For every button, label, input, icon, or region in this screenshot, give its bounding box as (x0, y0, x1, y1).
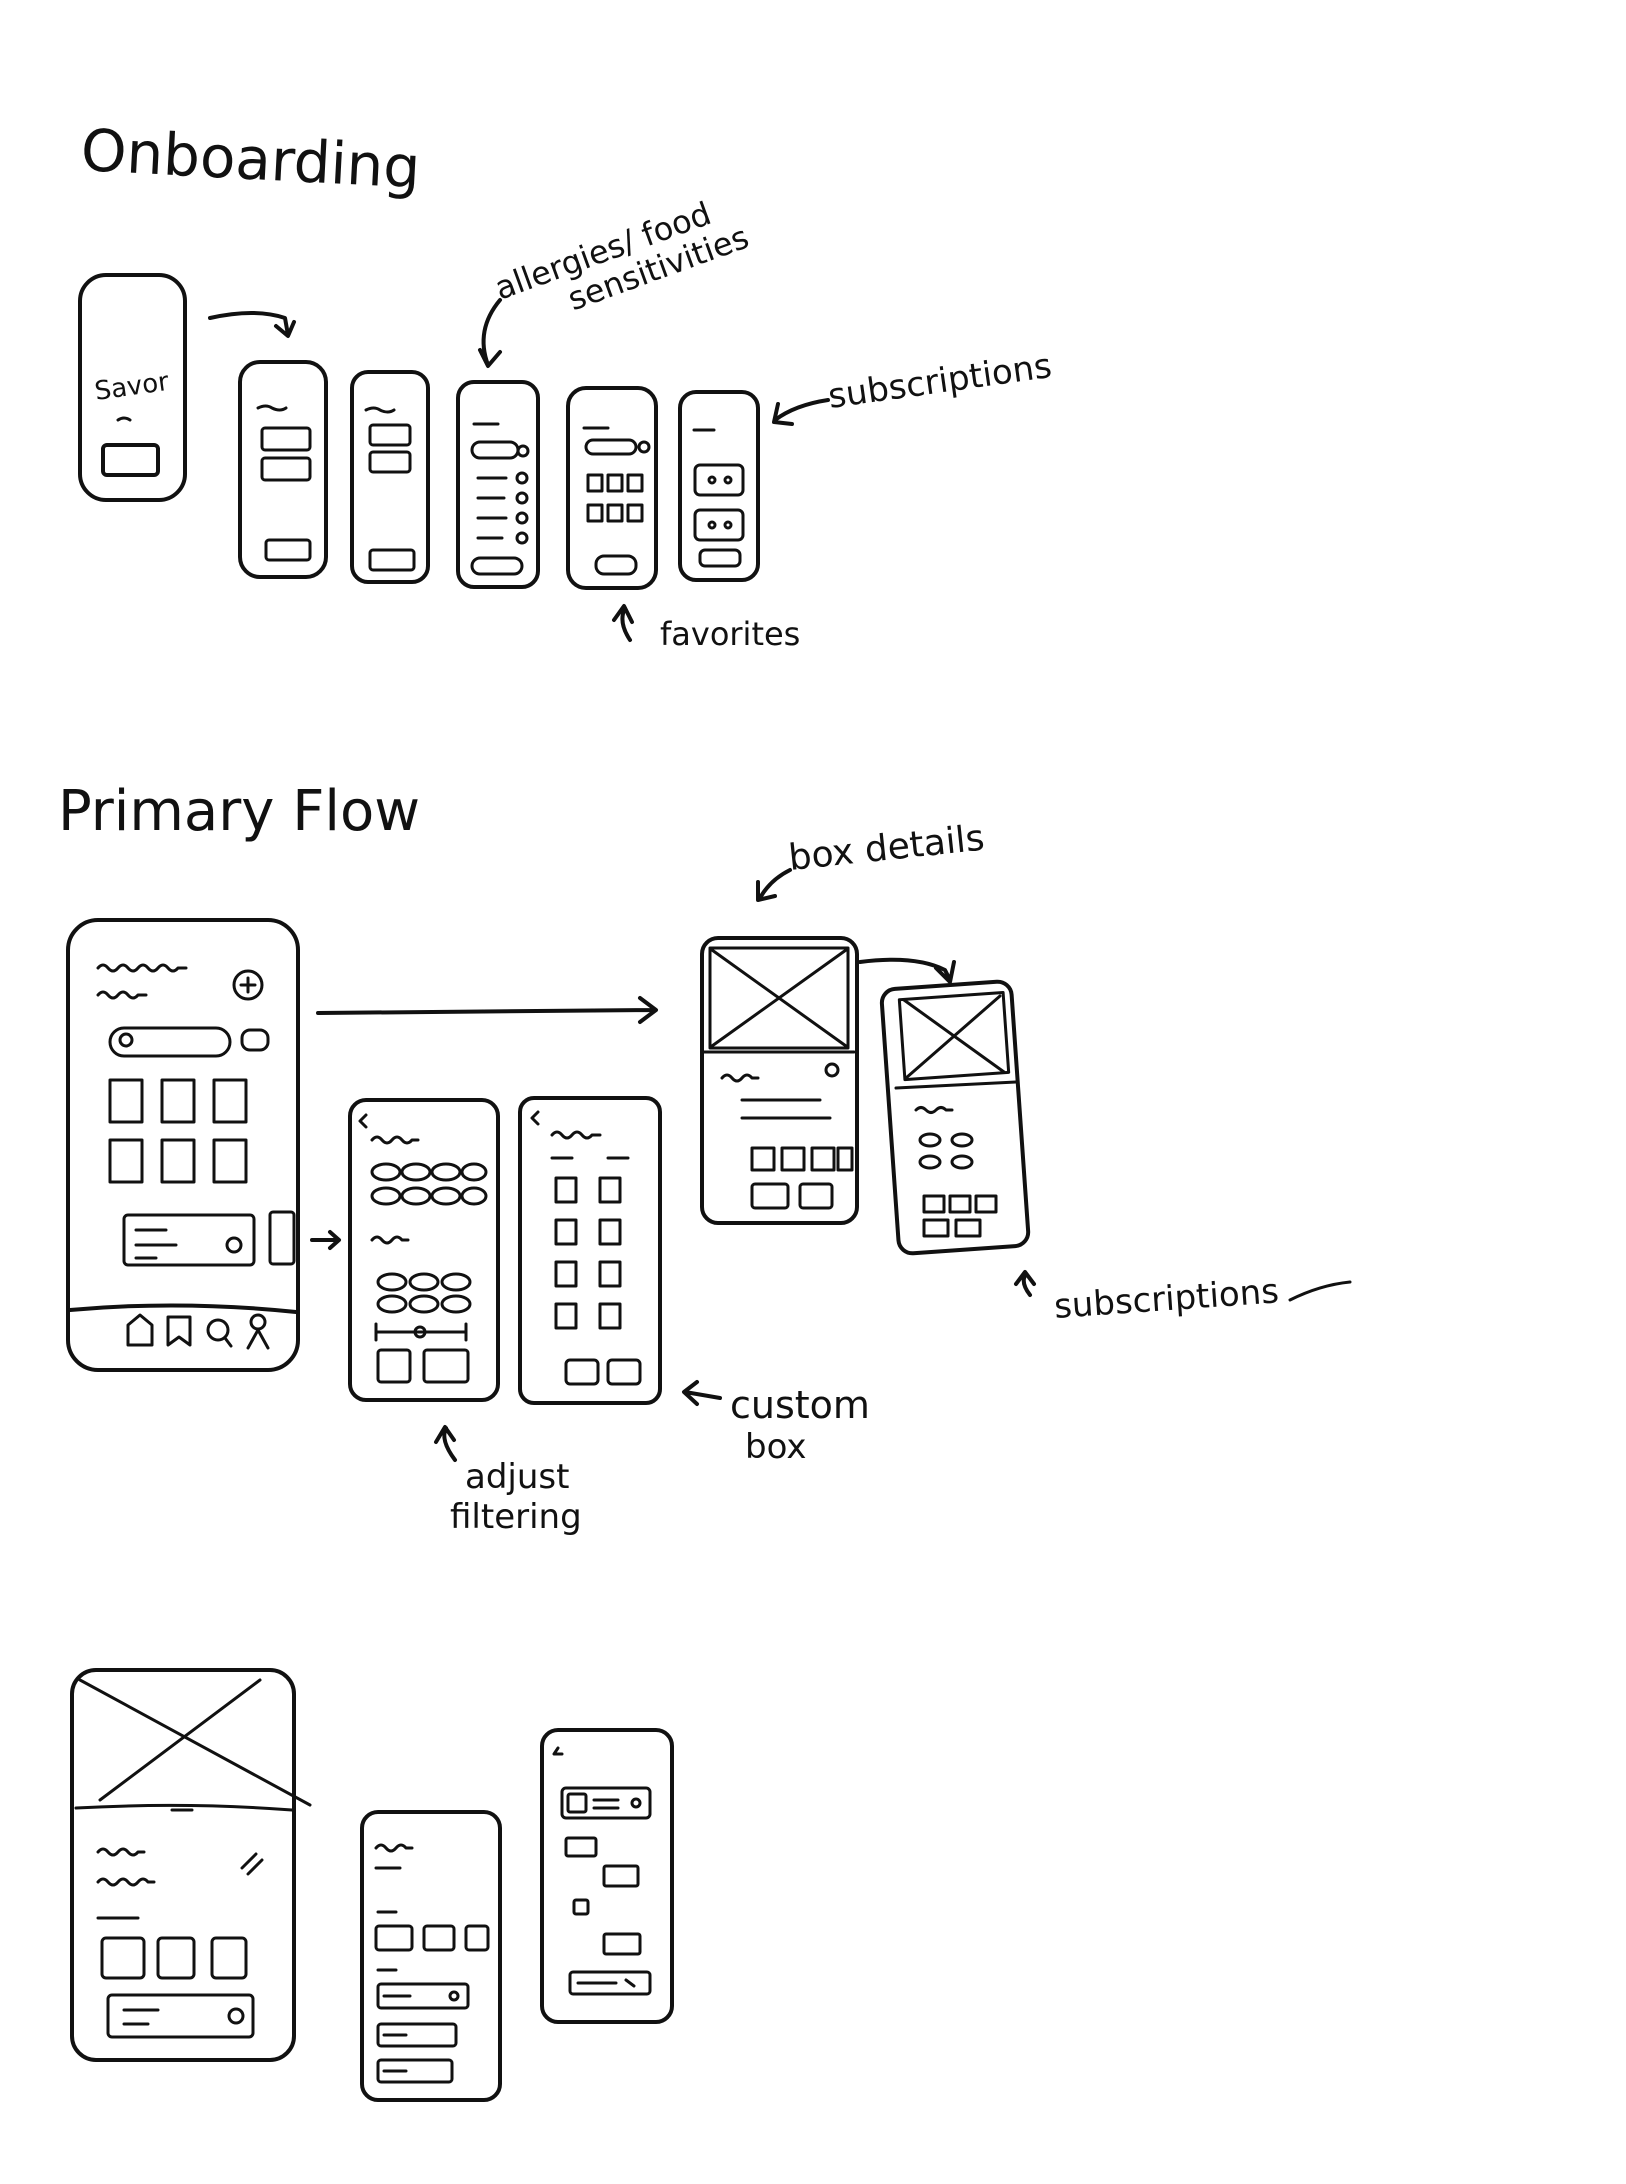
custom-box-annotation: custom box (730, 1383, 870, 1467)
arrow-icon (316, 996, 658, 1024)
onboarding-screen-allergies (456, 380, 540, 589)
bookmark-icon (166, 1315, 192, 1347)
svg-text:box: box (745, 1427, 806, 1467)
adjust-filtering-annotation: adjust filtering (450, 1457, 582, 1537)
favorites-annotation: favorites (660, 615, 800, 653)
box-details-screen (700, 936, 859, 1225)
list-screen-sketch (360, 1810, 502, 2102)
arrow-icon (434, 1425, 457, 1462)
svg-text:filtering: filtering (450, 1497, 582, 1537)
subscriptions-screen (879, 979, 1031, 1256)
arrow-icon (772, 398, 830, 426)
arrow-icon (208, 311, 296, 338)
svg-text:custom: custom (730, 1383, 870, 1427)
onboarding-screen-favorites (566, 386, 658, 590)
adjust-filtering-screen (348, 1098, 500, 1402)
search-bar (108, 1026, 232, 1058)
search-icon (206, 1318, 230, 1342)
filter-icon (240, 1028, 270, 1052)
arrow-icon (478, 298, 502, 368)
home-icon (126, 1313, 154, 1347)
image-placeholder-icon (902, 994, 1006, 1080)
onboarding-screen-subscriptions (678, 390, 760, 582)
arrow-icon (310, 1230, 341, 1250)
onboarding-screen-3 (350, 370, 430, 584)
detail-screen-sketch (70, 1668, 312, 2062)
custom-box-screen (518, 1096, 662, 1405)
image-placeholder-icon (710, 948, 848, 1048)
arrow-icon (1014, 1270, 1036, 1297)
arrow-icon (858, 957, 956, 984)
arrow-icon (612, 604, 634, 642)
add-icon (232, 969, 264, 1001)
arrow-icon (682, 1380, 722, 1406)
cart-screen-sketch (540, 1728, 674, 2024)
arrow-icon (756, 868, 792, 902)
search-icon (118, 1032, 134, 1048)
primary-flow-title: Primary Flow (58, 779, 420, 844)
onboarding-screen-2 (238, 360, 328, 579)
home-screen-sketch (66, 918, 300, 1372)
image-placeholder-icon (78, 1678, 312, 1807)
svg-text:adjust: adjust (465, 1457, 569, 1497)
slider (374, 1322, 468, 1342)
